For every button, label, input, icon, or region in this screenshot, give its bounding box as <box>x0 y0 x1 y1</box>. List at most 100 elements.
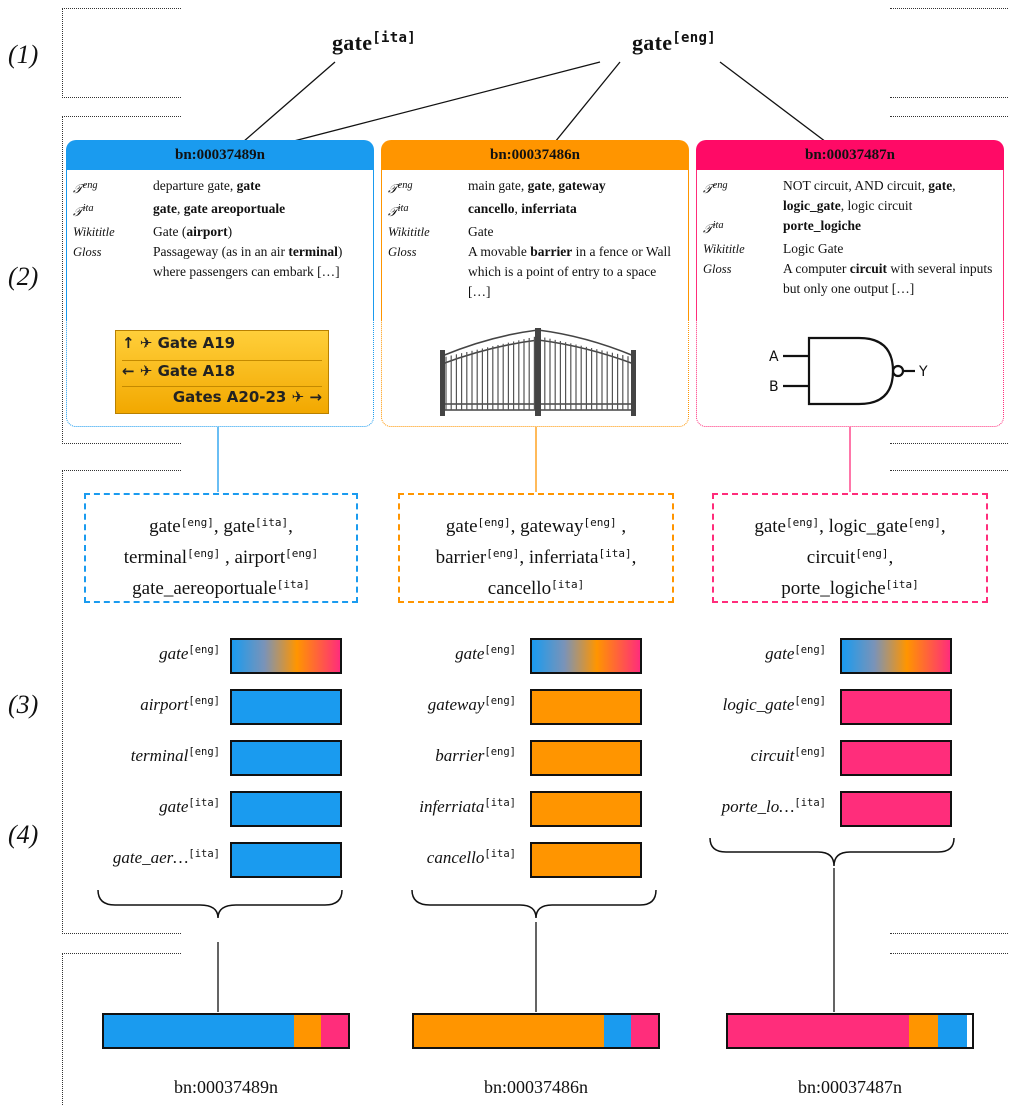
key-t-ita: 𝒯ita <box>388 203 409 220</box>
frame-section-1-right <box>890 8 1008 98</box>
word-label: logic_gate[eng] <box>723 695 826 715</box>
word-label: circuit[eng] <box>751 746 826 766</box>
word-vector <box>840 740 952 776</box>
value-t-eng: main gate, gate, gateway <box>468 178 606 193</box>
lang-tag: [ita] <box>484 797 516 809</box>
word-label: gate[eng] <box>455 644 516 664</box>
frame-section-4-right <box>890 953 1008 1105</box>
mix-segment <box>908 1015 938 1047</box>
left-arrow-icon: ← <box>122 362 135 380</box>
gate-output-y: Y <box>918 364 928 380</box>
lang-tag: [eng] <box>672 30 716 46</box>
word-vector <box>530 842 642 878</box>
context-word: gate <box>445 516 478 537</box>
mix-segment <box>414 1015 605 1047</box>
context-word: , inferriata <box>519 547 599 568</box>
lang-tag: [eng] <box>188 644 220 656</box>
lang-tag: [ita] <box>484 848 516 860</box>
word-vector <box>530 689 642 725</box>
word-text: logic_gate <box>722 695 795 714</box>
sign-line: Gate A19 <box>157 334 236 352</box>
context-word: , <box>631 547 637 568</box>
word-label: gate[ita] <box>159 797 220 817</box>
word-vector <box>230 740 342 776</box>
lang-tag: [ita] <box>598 547 632 560</box>
plane-icon: ✈ <box>139 362 153 380</box>
lang-tag: [eng] <box>285 547 319 560</box>
mix-segment <box>937 1015 968 1047</box>
value-gloss: A computer circuit with several inputs b… <box>783 261 993 297</box>
lang-tag: [ita] <box>188 797 220 809</box>
lang-tag: [eng] <box>786 516 820 529</box>
word-text: gate <box>632 30 673 55</box>
context-word: , <box>888 547 894 568</box>
lang-tag: [eng] <box>484 695 516 707</box>
word-text: gate_aer… <box>112 848 189 867</box>
section-label-2: (2) <box>8 262 39 291</box>
lang-tag: [eng] <box>484 746 516 758</box>
up-arrow-icon: ↑ <box>122 334 135 352</box>
edge-ita-to-synset1 <box>242 61 336 143</box>
value-t-eng: departure gate, gate <box>153 178 261 193</box>
context-word: , <box>616 516 627 537</box>
context-word: , logic_gate <box>819 516 908 537</box>
word-label: terminal[eng] <box>131 746 220 766</box>
frame-section-2-right <box>890 116 1008 444</box>
iron-gate-image <box>440 328 636 416</box>
value-wikititle: Gate (airport) <box>153 224 233 240</box>
lang-tag: [eng] <box>188 746 220 758</box>
brace-1 <box>97 889 343 919</box>
section-label-4: (4) <box>8 820 39 849</box>
key-gloss: Gloss <box>703 262 732 277</box>
context-line: porte_logiche[ita] <box>714 571 986 602</box>
context-word: , gate <box>213 516 256 537</box>
lang-tag: [eng] <box>486 547 520 560</box>
context-line: gate_aereoportuale[ita] <box>86 571 356 602</box>
synset-id-header: bn:00037489n <box>66 140 374 170</box>
word-vector <box>840 689 952 725</box>
context-word: , airport <box>220 547 286 568</box>
sign-row-1: ↑ ✈ Gate A19 <box>122 334 235 352</box>
mix-segment <box>104 1015 295 1047</box>
word-text: terminal <box>130 746 189 765</box>
word-gate-ita: gate[ita] <box>332 30 416 56</box>
lang-tag: [ita] <box>188 848 220 860</box>
value-t-eng: NOT circuit, AND circuit, gate, logic_ga… <box>783 178 956 213</box>
word-text: porte_lo… <box>721 797 795 816</box>
lang-tag: [eng] <box>187 547 221 560</box>
sign-line: Gate A18 <box>157 362 236 380</box>
mix-segment <box>631 1015 658 1047</box>
word-label: gate[eng] <box>765 644 826 664</box>
lang-tag: [eng] <box>477 516 511 529</box>
mix-segment <box>604 1015 632 1047</box>
synset-id-header: bn:00037486n <box>381 140 689 170</box>
value-gloss: A movable barrier in a fence or Wall whi… <box>468 244 671 300</box>
frame-section-2 <box>62 116 181 444</box>
gate-input-b: B <box>769 379 779 395</box>
section-label-3: (3) <box>8 690 39 719</box>
context-word: , gateway <box>510 516 584 537</box>
word-label: gate[eng] <box>159 644 220 664</box>
word-vector <box>840 638 952 674</box>
edge-eng-to-synset3 <box>719 61 827 143</box>
right-arrow-icon: → <box>309 388 322 406</box>
lang-tag: [ita] <box>372 30 416 46</box>
frame-section-4 <box>62 953 181 1105</box>
word-text: gate <box>765 644 795 663</box>
synset-image-frame: A B Y <box>696 320 1004 427</box>
context-line: barrier[eng], inferriata[ita], <box>400 540 672 571</box>
word-label: airport[eng] <box>140 695 220 715</box>
synset-image-frame <box>381 320 689 427</box>
context-box-1: gate[eng], gate[ita],terminal[eng] , air… <box>84 493 358 603</box>
mix-bar-2 <box>412 1013 660 1049</box>
logic-gate-image: A B Y <box>769 336 928 406</box>
context-line: gate[eng], gateway[eng] , <box>400 509 672 540</box>
